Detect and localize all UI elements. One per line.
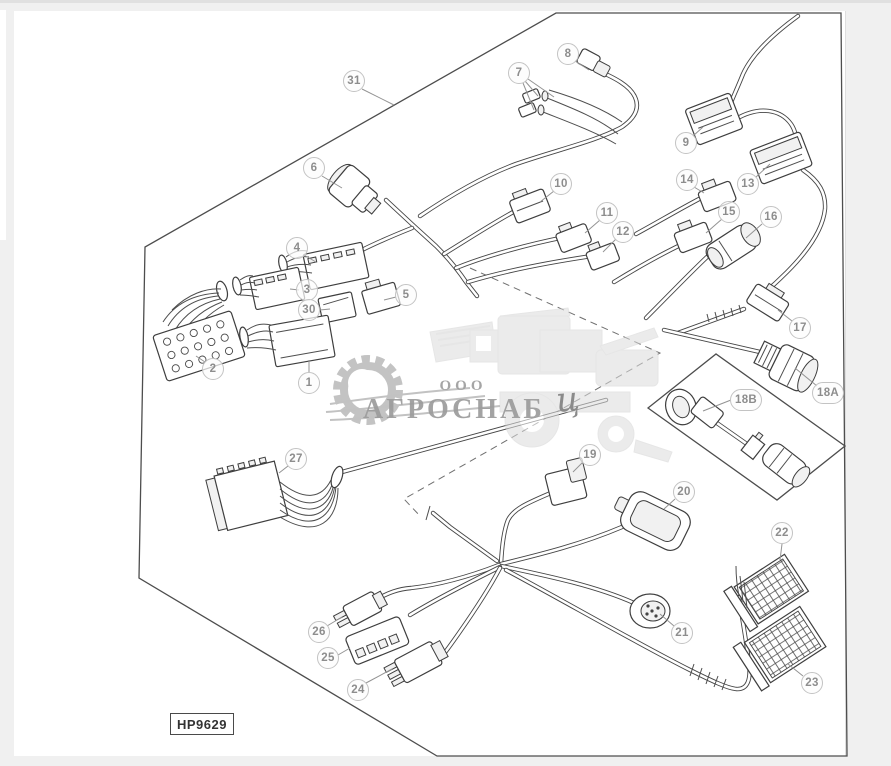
connector-13 (749, 131, 813, 185)
callout-15: 15 (718, 201, 740, 223)
callout-12: 12 (612, 221, 634, 243)
drawing-number: HP9629 (170, 713, 234, 735)
callout-5: 5 (395, 284, 417, 306)
callout-26: 26 (308, 621, 330, 643)
callout-27: 27 (285, 448, 307, 470)
callout-2: 2 (202, 358, 224, 380)
connector-12 (585, 241, 620, 271)
page-top-border (0, 0, 891, 3)
connector-3 (248, 266, 306, 311)
callout-18b: 18B (730, 389, 762, 411)
callout-24: 24 (347, 679, 369, 701)
connector-26 (332, 590, 389, 629)
callout-7: 7 (508, 62, 530, 84)
connector-27 (205, 456, 289, 532)
connector-18a (753, 340, 819, 393)
connector-6 (327, 163, 382, 215)
callout-10: 10 (550, 173, 572, 195)
callout-30: 30 (298, 299, 320, 321)
callout-17: 17 (789, 317, 811, 339)
callout-31: 31 (343, 70, 365, 92)
connector-10 (509, 187, 551, 224)
callout-19: 19 (579, 444, 601, 466)
connector-17 (746, 282, 790, 322)
callout-3: 3 (296, 279, 318, 301)
callout-22: 22 (771, 522, 793, 544)
panel-edge (0, 10, 6, 240)
connector-19 (544, 457, 588, 506)
connector-8 (576, 48, 611, 78)
handwritten-mark: ц (554, 379, 582, 421)
connector-2 (152, 310, 246, 382)
connector-15 (673, 219, 713, 254)
callout-4: 4 (286, 237, 308, 259)
callout-21: 21 (671, 622, 693, 644)
callout-18a: 18A (812, 382, 844, 404)
connector-25 (345, 616, 410, 665)
connector-24 (383, 639, 449, 688)
callout-11: 11 (596, 202, 618, 224)
connector-22 (723, 553, 810, 633)
callout-6: 6 (303, 157, 325, 179)
connector-20 (614, 491, 691, 551)
callout-13: 13 (737, 173, 759, 195)
connector-18b (665, 388, 811, 488)
callout-23: 23 (801, 672, 823, 694)
callout-9: 9 (675, 132, 697, 154)
callout-14: 14 (676, 169, 698, 191)
callout-16: 16 (760, 206, 782, 228)
callout-20: 20 (673, 481, 695, 503)
callout-1: 1 (298, 372, 320, 394)
callout-leaders (195, 60, 818, 684)
connector-21 (629, 593, 671, 629)
connector-23 (732, 605, 827, 692)
connector-9 (685, 92, 743, 146)
callout-8: 8 (557, 43, 579, 65)
connector-1 (268, 314, 336, 368)
callout-25: 25 (317, 647, 339, 669)
connector-16 (705, 222, 761, 270)
connector-11 (555, 221, 592, 253)
